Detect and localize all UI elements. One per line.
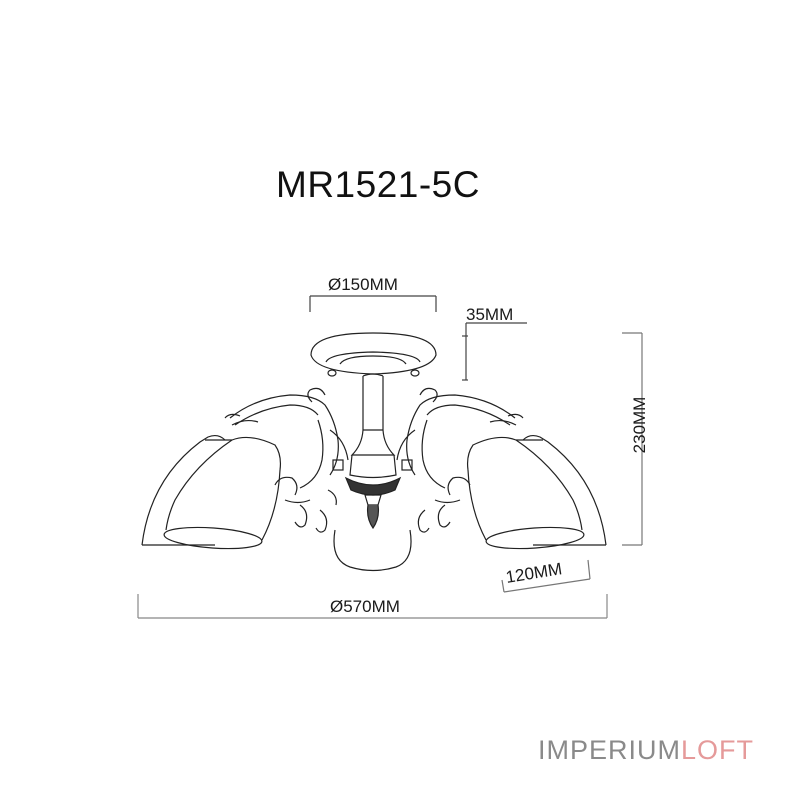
brand-part1: IMPERIUM [538,735,681,765]
brand-logo: IMPERIUMLOFT [538,735,754,766]
brand-part2: LOFT [681,735,755,765]
dimension-label-total-height: 230MM [630,396,649,454]
center-ornament [344,476,402,530]
dimension-line-150 [309,295,437,312]
ceiling-plate [310,332,437,377]
right-shade [466,413,607,550]
dimension-line-120 [501,559,591,593]
dimension-line-570 [137,594,608,619]
dimension-line-35 [462,322,527,381]
center-bowl [333,529,412,572]
left-arm [229,387,349,533]
stem [349,373,397,479]
right-arm [396,387,516,533]
dimension-label-plate-height: 35MM [466,305,514,324]
dimension-label-plate-diameter: Ø150MM [328,275,398,294]
dimension-label-total-diameter: Ø570MM [330,597,400,616]
model-title: MR1521-5C [276,164,480,205]
left-shade [141,413,282,550]
dimension-line-230 [622,332,643,546]
